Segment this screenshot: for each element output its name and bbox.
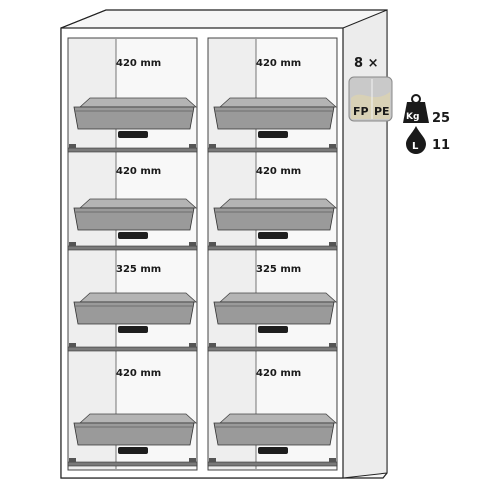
cabinet: [60, 9, 388, 479]
spill-tray: [73, 301, 195, 325]
tray-rim: [218, 292, 338, 303]
shelf-bracket: [69, 242, 76, 246]
left-compartment-3: 325 mm: [67, 264, 198, 352]
shelf-rail: [67, 346, 198, 352]
right-compartment-4: 420 mm: [207, 368, 338, 467]
right-compartment-1: 420 mm: [207, 58, 338, 153]
volume-unit-label: L: [412, 141, 419, 152]
weight-value: 25: [432, 111, 450, 126]
shelf-bracket: [189, 144, 196, 148]
material-fp-label: FP: [353, 105, 369, 118]
tray-handle: [118, 447, 148, 454]
compartment-height-label: 420 mm: [256, 58, 301, 69]
tray-handle: [258, 447, 288, 454]
shelf-bracket: [189, 458, 196, 462]
shelf-bracket: [189, 343, 196, 347]
tray-rim: [218, 413, 338, 424]
spill-tray: [213, 301, 335, 325]
shelf-bracket: [209, 144, 216, 148]
tray-handle: [258, 326, 288, 333]
tray-rim: [78, 198, 198, 209]
tray-handle: [118, 131, 148, 138]
tray-rim: [78, 292, 198, 303]
shelf-rail: [67, 461, 198, 467]
spill-tray: [73, 422, 195, 446]
left-compartment-2: 420 mm: [67, 166, 198, 251]
shelf-bracket: [69, 458, 76, 462]
shelf-bracket: [69, 343, 76, 347]
specs-panel: 8 × FP PE Kg 25 L 11: [348, 56, 450, 154]
shelf-bracket: [209, 343, 216, 347]
shelf-rail: [67, 147, 198, 153]
tray-handle: [118, 326, 148, 333]
spill-tray: [213, 106, 335, 130]
material-badge: FP PE: [348, 76, 393, 122]
tray-handle: [118, 232, 148, 239]
shelf-bracket: [209, 242, 216, 246]
shelf-bracket: [209, 458, 216, 462]
shelf-bracket: [69, 144, 76, 148]
shelf-bracket: [329, 242, 336, 246]
tray-handle: [258, 232, 288, 239]
shelf-rail: [207, 147, 338, 153]
left-compartment-1: 420 mm: [67, 58, 198, 153]
shelf-bracket: [189, 242, 196, 246]
spill-tray: [73, 106, 195, 130]
quantity-label: 8 ×: [354, 56, 378, 71]
volume-spec: L 11: [406, 126, 450, 154]
right-compartment-3: 325 mm: [207, 264, 338, 352]
shelf-rail: [207, 245, 338, 251]
weight-spec: Kg 25: [403, 94, 450, 126]
shelf-rail: [207, 346, 338, 352]
shelf-bracket: [329, 144, 336, 148]
tray-rim: [78, 413, 198, 424]
tray-rim: [218, 97, 338, 108]
weight-icon: [403, 102, 429, 123]
spill-tray: [213, 207, 335, 231]
compartment-height-label: 325 mm: [256, 264, 301, 275]
material-pe-label: PE: [374, 105, 390, 118]
tray-handle: [258, 131, 288, 138]
material-badge-texture: [351, 92, 390, 119]
compartment-height-label: 420 mm: [116, 58, 161, 69]
compartment-height-label: 325 mm: [116, 264, 161, 275]
volume-value: 11: [432, 138, 450, 153]
right-compartment-2: 420 mm: [207, 166, 338, 251]
compartment-height-label: 420 mm: [116, 166, 161, 177]
tray-rim: [218, 198, 338, 209]
shelf-rail: [207, 461, 338, 467]
droplet-icon: [406, 126, 426, 154]
compartment-height-label: 420 mm: [116, 368, 161, 379]
left-compartment-4: 420 mm: [67, 368, 198, 467]
compartment-height-label: 420 mm: [256, 368, 301, 379]
tray-rim: [78, 97, 198, 108]
weight-unit-label: Kg: [406, 112, 419, 122]
spill-tray: [73, 207, 195, 231]
shelf-rail: [67, 245, 198, 251]
spill-tray: [213, 422, 335, 446]
compartment-height-label: 420 mm: [256, 166, 301, 177]
shelf-bracket: [329, 343, 336, 347]
shelf-bracket: [329, 458, 336, 462]
shelves-group: 420 mm 420 mm 325 mm 420 mm 420 mm 420 mm 325 …: [67, 58, 338, 467]
